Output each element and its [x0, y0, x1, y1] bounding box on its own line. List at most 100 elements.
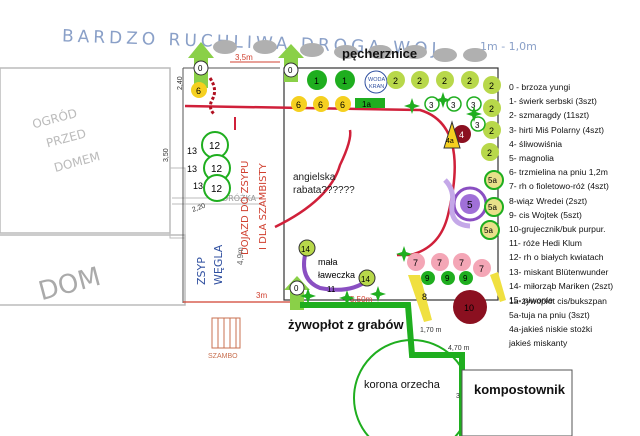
compost-box — [461, 369, 573, 436]
plant-7-group: 7 7 7 7 — [407, 253, 491, 277]
house-label: DOM — [35, 262, 104, 307]
svg-text:5a: 5a — [484, 226, 493, 235]
svg-text:12: 12 — [211, 184, 223, 195]
dim-49: 4,9m — [236, 247, 245, 265]
dim-3: 3 — [456, 393, 460, 400]
svg-text:2: 2 — [489, 81, 494, 91]
legend-item: 11- róże Hedi Klum — [509, 238, 582, 249]
svg-text:1: 1 — [314, 76, 319, 86]
svg-text:2: 2 — [487, 148, 492, 158]
rabata-line1: angielska — [293, 172, 336, 183]
dim-470: 4,70 m — [448, 345, 470, 352]
legend-extra-item: 4a-jakieś niskie stożki — [509, 324, 593, 334]
svg-text:13: 13 — [187, 146, 197, 156]
svg-text:13: 13 — [187, 164, 197, 174]
legend-item: 3- hirti Miś Polarny (4szt) — [509, 124, 605, 135]
legend-item: 14- miłorząb Mariken (2szt) — [509, 280, 614, 291]
dim-3m: 3m — [256, 291, 267, 300]
legend-item: 0 - brzoza yungi — [509, 82, 571, 92]
plant-13-group: 13 13 13 — [187, 146, 203, 191]
legend-item: 2- szmaragdy (11szt) — [509, 110, 590, 121]
svg-text:7: 7 — [413, 258, 418, 268]
svg-text:3: 3 — [429, 101, 434, 110]
svg-text:6: 6 — [318, 100, 323, 110]
plant-3-group — [424, 96, 486, 132]
svg-text:12: 12 — [211, 164, 223, 175]
legend-item: 12- rh o białych kwiatach — [509, 252, 604, 263]
legend-item: 15- piwonie — [509, 295, 553, 306]
plant-12-group — [201, 131, 231, 202]
svg-text:5a: 5a — [488, 203, 497, 212]
bench-line1: mała — [318, 257, 338, 267]
path-top — [169, 167, 186, 239]
coal-chute-line2: WĘGLA — [212, 244, 225, 285]
red-vine — [208, 77, 217, 116]
plant-8-a — [408, 275, 432, 322]
septic-label: SZAMBO — [208, 353, 238, 360]
driveway-line2: I DLA SZAMBISTY — [258, 162, 269, 250]
front-garden-line2: PRZED — [45, 126, 88, 150]
plant-1-group: 1 1 — [307, 70, 355, 90]
plant-0-c — [289, 280, 305, 296]
plant-2-group: 2 2 2 2 2 2 2 2 — [387, 71, 501, 161]
plant-4a-label: 4a — [446, 138, 454, 145]
plant-0-b-label: 0 — [288, 66, 293, 75]
walnut-label: korona orzecha — [364, 379, 441, 391]
bench-line2: ławeczka — [318, 270, 355, 280]
driveway-line1: DOJAZD DO ZSYPU — [240, 161, 251, 255]
plant-0-b — [283, 62, 299, 78]
svg-text:6: 6 — [296, 100, 301, 110]
bladdernut-row — [213, 40, 487, 62]
dim-55: 5,50m — [350, 295, 373, 304]
plant-4-label: 4 — [459, 130, 464, 140]
lavender-curve — [443, 178, 471, 229]
legend-item: 6- trzmielina na pniu 1,2m — [509, 167, 608, 178]
svg-text:14: 14 — [301, 245, 310, 254]
dim-350: 3,50 — [163, 148, 170, 162]
plant-4a — [443, 120, 461, 149]
septic-tank — [211, 317, 241, 349]
miscanthus-stars — [300, 92, 482, 306]
svg-text:3: 3 — [471, 101, 476, 110]
width-note: 1m - 1,0m — [480, 40, 537, 53]
water-tap-line1: WODA — [368, 77, 385, 83]
dim-35: 3,5m — [235, 53, 253, 62]
svg-text:2: 2 — [417, 76, 422, 86]
plant-0-label: 0 — [198, 64, 203, 73]
plant-5-label: 5 — [467, 200, 473, 211]
dim-220: 2,20 — [191, 203, 206, 214]
front-garden-area — [0, 67, 171, 234]
svg-text:14: 14 — [361, 275, 370, 284]
front-garden-line3: DOMEM — [52, 149, 101, 175]
house-outline — [0, 234, 186, 306]
plant-5a-group: 5a 5a 5a — [480, 170, 504, 240]
hedge-label: żywopłot z grabów — [288, 317, 404, 332]
dim-170: 1,70 m — [420, 327, 442, 334]
svg-text:9: 9 — [445, 274, 450, 283]
front-garden-line1: OGRÓD — [31, 105, 79, 131]
svg-text:3: 3 — [475, 121, 480, 130]
plant-3-labels: 3 3 3 3 — [429, 101, 480, 130]
hedge-1a-label: 1a — [362, 100, 371, 109]
plant-10 — [453, 290, 487, 324]
legend-item: 13- miskant Blütenwunder — [509, 266, 609, 277]
plant-legend-extra: 1a-żywopłot cis/bukszpan 5a-tuja na pniu… — [509, 294, 639, 350]
svg-text:2: 2 — [467, 76, 472, 86]
svg-text:2: 2 — [442, 76, 447, 86]
svg-text:9: 9 — [425, 274, 430, 283]
path-label: DRÓŻKA — [222, 192, 257, 203]
svg-text:6: 6 — [196, 86, 201, 96]
rabata-curve — [274, 129, 352, 229]
legend-item: 8-wiąz Wredei (2szt) — [509, 195, 588, 206]
svg-text:3: 3 — [451, 101, 456, 110]
coal-chute-line1: ZSYP — [195, 257, 208, 285]
svg-text:2: 2 — [489, 126, 494, 136]
svg-text:5a: 5a — [488, 176, 497, 185]
water-tap — [364, 70, 388, 94]
legend-item: 5- magnolia — [509, 153, 554, 164]
plant-6-group: 6 6 6 6 — [191, 82, 351, 112]
compost-label: kompostownik — [474, 382, 566, 397]
legend-extra-item: jakieś miskanty — [509, 338, 568, 348]
dim-240: 2,40 — [177, 76, 184, 90]
